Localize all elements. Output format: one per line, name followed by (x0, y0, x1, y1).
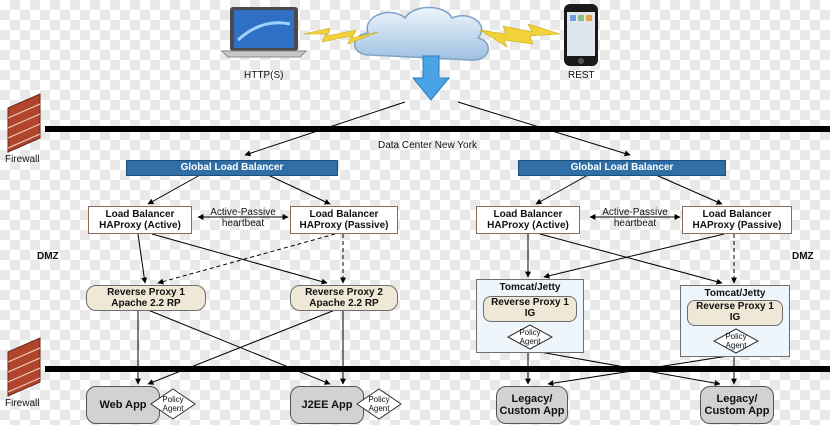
lb-title: Load Balancer (493, 209, 563, 220)
firewall-line-bottom (45, 366, 830, 372)
internet-cloud-icon (354, 6, 489, 61)
lightning-bolt-icon (479, 23, 561, 48)
inbound-traffic-arrow (411, 55, 451, 101)
load-balancer-active-right: Load Balancer HAProxy (Active) (476, 206, 580, 234)
agent-line2: Agent (519, 337, 541, 346)
agent-line1: Policy (368, 395, 390, 404)
legacy-custom-app-2: Legacy/ Custom App (700, 386, 774, 424)
firewall-brick-icon (7, 337, 41, 397)
heartbeat-line1: Active-Passive (210, 207, 276, 218)
app-line1: Legacy/ (716, 393, 758, 405)
tomcat-title: Tomcat/Jetty (704, 288, 766, 299)
smartphone-icon (564, 4, 598, 66)
load-balancer-passive-right: Load Balancer HAProxy (Passive) (682, 206, 792, 234)
load-balancer-passive-left: Load Balancer HAProxy (Passive) (290, 206, 398, 234)
lb-title: Load Balancer (702, 209, 772, 220)
firewall-label-bottom: Firewall (5, 398, 40, 409)
dmz-label-right: DMZ (792, 251, 814, 262)
laptop-icon (220, 7, 308, 58)
heartbeat-line2: heartbeat (613, 218, 657, 229)
tomcat-title: Tomcat/Jetty (499, 282, 561, 293)
lightning-bolt-icon (303, 27, 379, 45)
lb-title: Load Balancer (309, 209, 379, 220)
rp-title: Reverse Proxy 1 (107, 287, 185, 298)
rp-title: Reverse Proxy 2 (305, 287, 383, 298)
http-label: HTTP(S) (244, 70, 284, 81)
j2ee-app: J2EE App (290, 386, 364, 424)
reverse-proxy-ig-1: Reverse Proxy 1 IG (483, 296, 577, 322)
app-line1: Legacy/ (511, 393, 553, 405)
global-load-balancer-left: Global Load Balancer (126, 160, 338, 176)
dmz-label-left: DMZ (37, 251, 59, 262)
load-balancer-active-left: Load Balancer HAProxy (Active) (88, 206, 192, 234)
agent-line2: Agent (368, 404, 390, 413)
agent-line1: Policy (162, 395, 184, 404)
datacenter-label: Data Center New York (378, 140, 477, 151)
agent-line1: Policy (725, 332, 747, 341)
heartbeat-line2: heartbeat (221, 218, 265, 229)
rp-subtitle: Apache 2.2 RP (111, 298, 181, 309)
web-app: Web App (86, 386, 160, 424)
heartbeat-line1: Active-Passive (602, 207, 668, 218)
rp-title: Reverse Proxy 1 (696, 301, 774, 312)
rp-subtitle: IG (729, 312, 741, 323)
rp-title: Reverse Proxy 1 (491, 297, 569, 308)
lb-mode: HAProxy (Active) (99, 220, 181, 231)
lb-mode: HAProxy (Passive) (299, 220, 389, 231)
reverse-proxy-2: Reverse Proxy 2 Apache 2.2 RP (290, 285, 398, 311)
lb-title: Load Balancer (105, 209, 175, 220)
rp-subtitle: IG (524, 308, 536, 319)
heartbeat-label-left: Active-Passive heartbeat (202, 207, 284, 229)
agent-line1: Policy (519, 328, 541, 337)
firewall-brick-icon (7, 93, 41, 153)
rest-label: REST (568, 70, 595, 81)
lb-mode: HAProxy (Passive) (692, 220, 782, 231)
rp-subtitle: Apache 2.2 RP (309, 298, 379, 309)
firewall-label-top: Firewall (5, 154, 40, 165)
reverse-proxy-1: Reverse Proxy 1 Apache 2.2 RP (86, 285, 206, 311)
legacy-custom-app-1: Legacy/ Custom App (496, 386, 568, 424)
app-line2: Custom App (499, 405, 565, 417)
agent-line2: Agent (725, 341, 747, 350)
heartbeat-label-right: Active-Passive heartbeat (594, 207, 676, 229)
lb-mode: HAProxy (Active) (487, 220, 569, 231)
firewall-line-top (45, 126, 830, 132)
app-line2: Custom App (704, 405, 770, 417)
reverse-proxy-ig-2: Reverse Proxy 1 IG (687, 300, 783, 326)
global-load-balancer-right: Global Load Balancer (518, 160, 726, 176)
agent-line2: Agent (162, 404, 184, 413)
